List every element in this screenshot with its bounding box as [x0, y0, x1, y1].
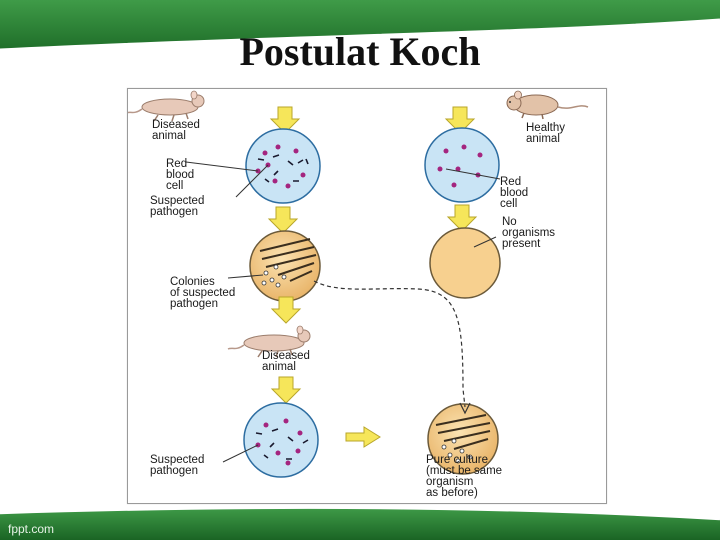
comparison-dashed-line [313, 280, 466, 408]
petri-dish-icon [249, 230, 321, 302]
label-red-blood-cell: Red blood cell [166, 158, 195, 192]
label-colonies: Colonies of suspected pathogen [170, 276, 236, 310]
down-arrow-icon [447, 204, 477, 232]
right-arrow-icon [345, 426, 381, 448]
slide-title: Postulat Koch [239, 29, 481, 74]
label-diseased-animal-second: Diseased animal [262, 350, 310, 373]
label-pure-culture: Pure culture (must be same organism as b… [426, 454, 503, 499]
bottom-green-band [0, 506, 720, 540]
blood-sample-healthy [424, 127, 500, 203]
diagram-canvas [128, 90, 589, 478]
blood-sample-diseased [245, 128, 321, 204]
down-arrow-icon [271, 296, 301, 324]
petri-dish-empty [429, 227, 501, 299]
label-healthy-animal: Healthy animal [526, 122, 565, 145]
label-suspected-pathogen-second: Suspected pathogen [150, 454, 205, 477]
blood-sample-second [243, 402, 319, 478]
leader-lines [185, 161, 501, 463]
down-arrow-icon [271, 376, 301, 404]
brand-watermark: fppt.com [8, 522, 55, 536]
label-diseased-animal: Diseased animal [152, 119, 200, 142]
rodent-icon [128, 90, 205, 122]
dashed-arrowhead [459, 402, 471, 415]
label-red-blood-cell-healthy: Red blood cell [500, 176, 529, 210]
down-arrow-icon [268, 206, 298, 234]
koch-postulates-figure: Diseased animal Red blood cell Suspected… [127, 88, 607, 504]
label-suspected-pathogen: Suspected pathogen [150, 195, 205, 218]
label-no-organisms: No organisms present [502, 216, 556, 250]
petri-dish-pure-culture [427, 403, 499, 475]
top-green-band [0, 0, 720, 52]
rodent-icon [506, 90, 589, 120]
rodent-icon [227, 325, 311, 358]
